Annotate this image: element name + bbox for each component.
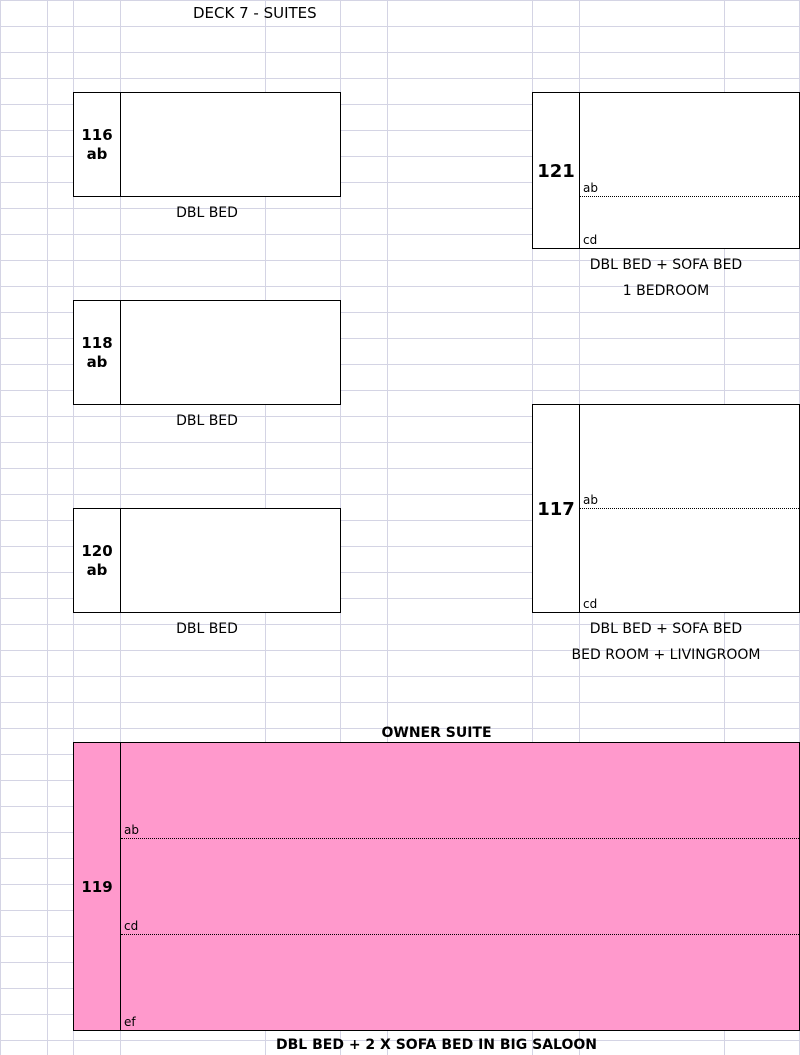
grid-column-line	[47, 0, 48, 1055]
room-119-label: DBL BED + 2 X SOFA BED IN BIG SALOON	[276, 1037, 597, 1053]
room-118-box[interactable]: 118 ab	[73, 300, 341, 405]
room-117-box[interactable]: 117 ab cd	[532, 404, 800, 613]
room-sub: ab	[86, 561, 108, 579]
room-117-label2: BED ROOM + LIVINGROOM	[571, 647, 761, 663]
room-120-box[interactable]: 120 ab	[73, 508, 341, 613]
grid-column-line	[387, 0, 388, 1055]
room-number: 120	[81, 542, 113, 560]
room-120-label: DBL BED	[176, 621, 238, 637]
room-divider	[120, 743, 121, 1030]
room-121-number: 121	[537, 161, 575, 182]
section-label-cd: cd	[583, 233, 598, 247]
section-label-ef: ef	[124, 1015, 136, 1029]
section-divider	[580, 508, 799, 509]
room-divider	[579, 405, 580, 612]
room-116-box[interactable]: 116 ab	[73, 92, 341, 197]
owner-suite-heading: OWNER SUITE	[381, 725, 492, 741]
room-divider	[120, 301, 121, 404]
room-118-number: 118 ab	[74, 334, 120, 372]
room-119-number: 119	[81, 878, 113, 896]
room-divider	[579, 93, 580, 248]
section-divider	[580, 196, 799, 197]
section-label-ab: ab	[583, 493, 598, 507]
section-label-cd: cd	[583, 597, 598, 611]
room-116-number: 116 ab	[74, 126, 120, 164]
room-118-label: DBL BED	[176, 413, 238, 429]
room-number: 118	[81, 334, 113, 352]
page-title: DECK 7 - SUITES	[193, 4, 317, 22]
section-label-ab: ab	[583, 181, 598, 195]
room-117-label: DBL BED + SOFA BED	[589, 621, 743, 637]
room-121-label: DBL BED + SOFA BED	[589, 257, 743, 273]
room-117-number: 117	[537, 499, 575, 520]
room-121-box[interactable]: 121 ab cd	[532, 92, 800, 249]
room-116-label: DBL BED	[176, 205, 238, 221]
section-divider	[121, 838, 799, 839]
room-divider	[120, 509, 121, 612]
room-120-number: 120 ab	[74, 542, 120, 580]
room-119-box[interactable]: 119 ab cd ef	[73, 742, 800, 1031]
section-label-cd: cd	[124, 919, 139, 933]
section-divider	[121, 934, 799, 935]
room-121-label2: 1 BEDROOM	[622, 283, 710, 299]
room-sub: ab	[86, 145, 108, 163]
section-label-ab: ab	[124, 823, 139, 837]
room-sub: ab	[86, 353, 108, 371]
room-divider	[120, 93, 121, 196]
room-number: 116	[81, 126, 113, 144]
